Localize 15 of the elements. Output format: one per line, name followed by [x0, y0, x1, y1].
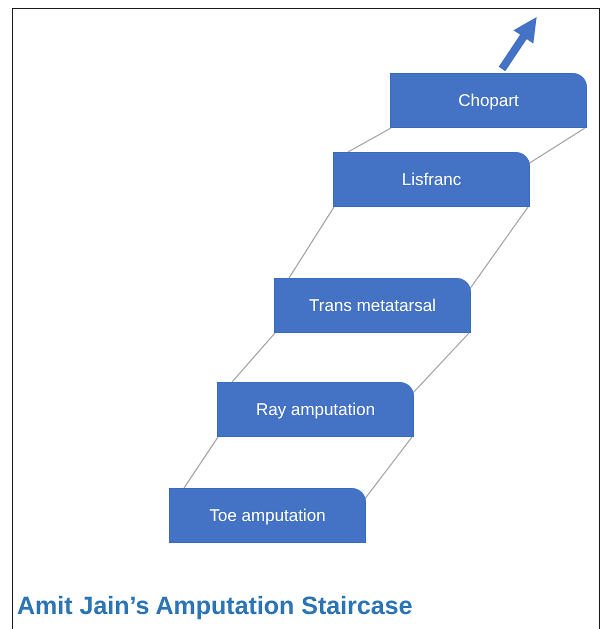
connector-line — [468, 206, 528, 290]
step-box: Trans metatarsal — [274, 278, 471, 333]
connector-line — [364, 436, 412, 500]
title: Amit Jain’s Amputation Staircase — [17, 592, 412, 621]
connector-line — [412, 332, 470, 394]
connector-line — [232, 332, 276, 382]
step-box: Lisfranc — [333, 152, 530, 207]
connector-line — [528, 128, 586, 164]
connector-line — [184, 436, 218, 488]
connector-line — [348, 127, 392, 153]
step-box: Chopart — [390, 73, 587, 128]
step-box: Toe amputation — [169, 488, 366, 543]
arrow — [498, 17, 537, 72]
connector-line — [288, 206, 334, 278]
step-box: Ray amputation — [217, 382, 414, 437]
